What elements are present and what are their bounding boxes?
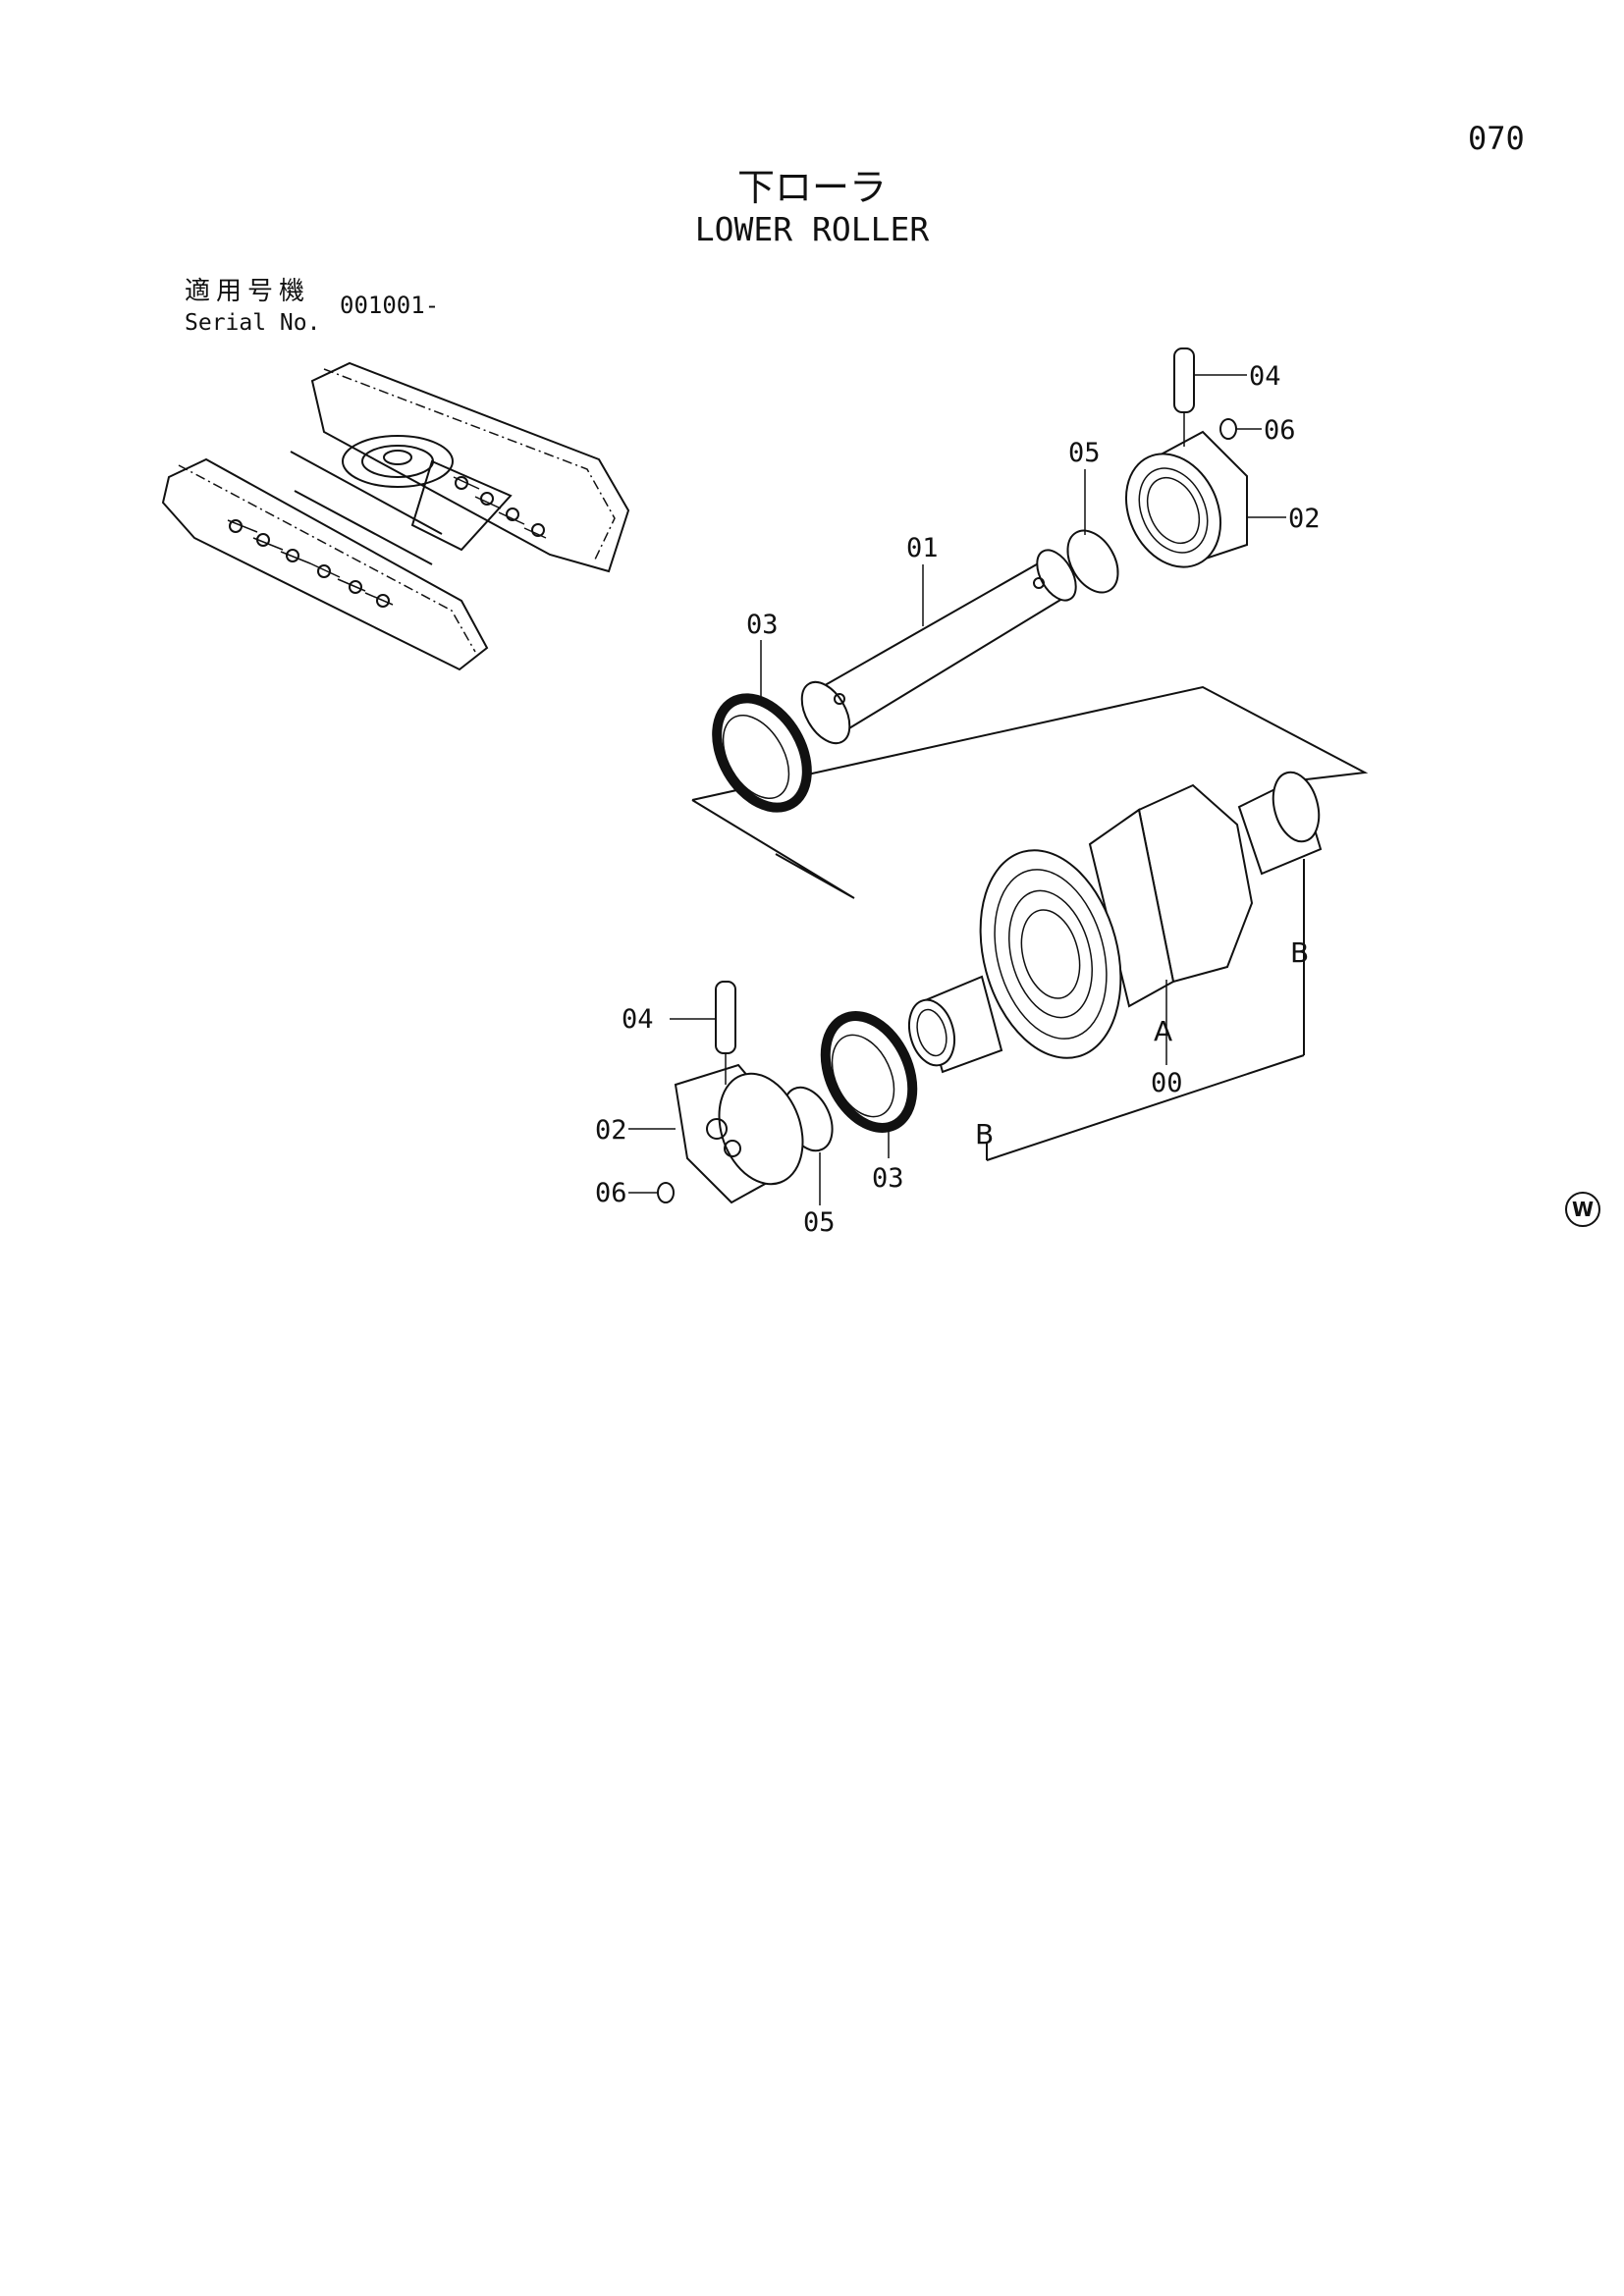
serial-label-japanese: 適用号機 xyxy=(185,277,311,306)
ref-b-left: B xyxy=(975,1118,994,1150)
leader-lines xyxy=(628,374,1305,1205)
serial-number-value: 001001- xyxy=(340,292,440,319)
callout-04-lower: 04 xyxy=(622,1004,654,1035)
undercarriage-thumbnail xyxy=(161,361,630,671)
ref-a: A xyxy=(1154,1015,1172,1047)
w-mark-icon: W xyxy=(1565,1192,1600,1227)
seal-03-lower xyxy=(820,1011,918,1133)
pin-04-upper xyxy=(1173,347,1195,447)
callout-04-upper: 04 xyxy=(1249,361,1281,392)
plug-06-lower xyxy=(657,1182,675,1203)
o-ring-05-upper xyxy=(1066,529,1119,594)
callout-00: 00 xyxy=(1151,1068,1183,1098)
callout-05-lower: 05 xyxy=(803,1207,836,1238)
callout-01: 01 xyxy=(906,533,939,563)
serial-label: Serial No. xyxy=(185,310,321,336)
bushing-right xyxy=(1237,771,1323,876)
collar-02-lower xyxy=(674,1063,804,1204)
ref-b-right: B xyxy=(1290,936,1309,969)
plug-06-upper xyxy=(1219,418,1237,440)
callout-06-upper: 06 xyxy=(1264,415,1296,446)
page-title-japanese: 下ローラ xyxy=(736,166,887,209)
collar-02-upper xyxy=(1124,430,1248,568)
shaft-01 xyxy=(800,549,1077,745)
callout-03-lower: 03 xyxy=(872,1163,904,1194)
callout-03-upper: 03 xyxy=(746,610,779,640)
callout-02-upper: 02 xyxy=(1288,504,1321,534)
shaft-group-outline xyxy=(691,685,1369,899)
roller-00 xyxy=(979,783,1254,1059)
seal-03-upper xyxy=(712,693,812,813)
page-number: 070 xyxy=(1468,120,1525,157)
pin-04-lower xyxy=(715,981,736,1085)
callout-06-lower: 06 xyxy=(595,1178,627,1208)
callout-05-upper: 05 xyxy=(1068,438,1101,468)
page-title: LOWER ROLLER xyxy=(694,210,930,248)
callout-02-lower: 02 xyxy=(595,1115,627,1146)
bushing-left xyxy=(907,975,1003,1074)
